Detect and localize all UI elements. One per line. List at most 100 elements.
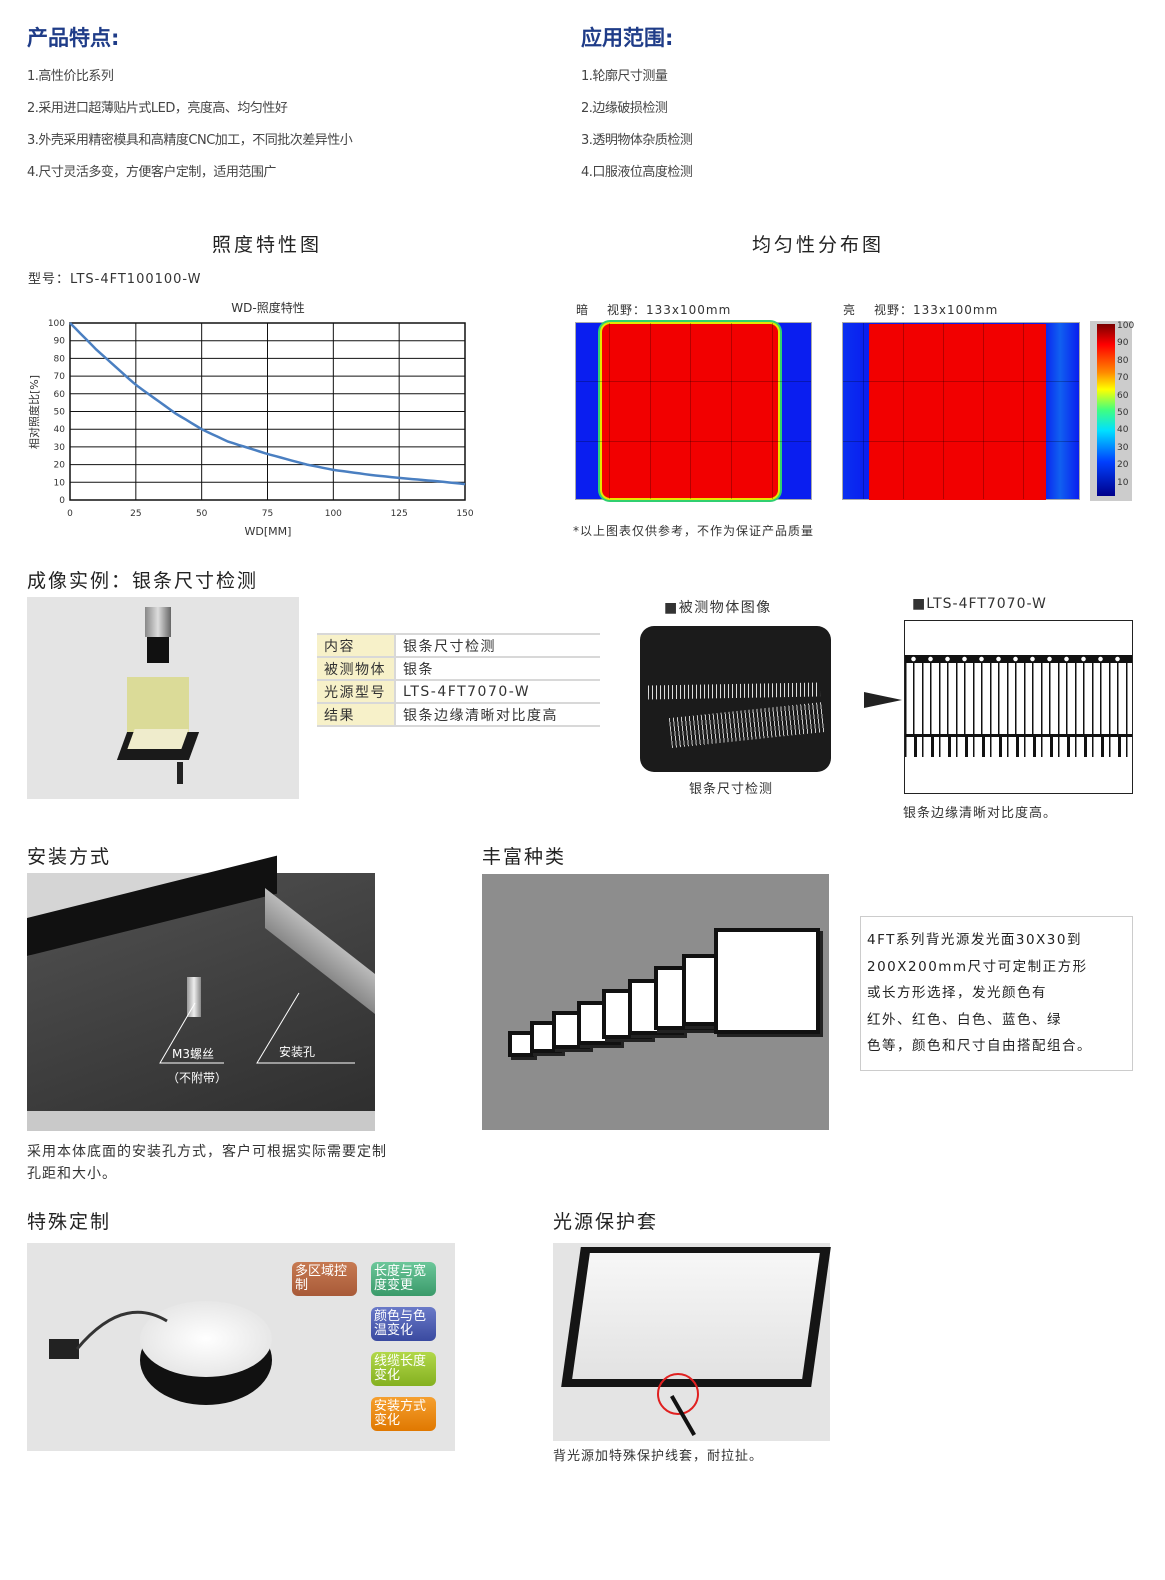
install-image: M3螺丝 （不附带） 安装孔 [27,855,375,1131]
application-item: 1.轮廓尺寸测量 [581,69,668,84]
spec-row: 被测物体银条 [317,657,600,681]
dark-label: 暗 [576,303,590,317]
colorbar-tick: 60 [1117,390,1129,401]
spec-key: 光源型号 [317,680,396,704]
result-caption: 银条边缘清晰对比度高。 [903,806,1058,821]
setup-image [27,597,299,799]
colorbar-tick: 20 [1117,460,1129,471]
spec-row: 结果银条边缘清晰对比度高 [317,703,600,727]
spec-value: LTS-4FT7070-W [395,680,600,704]
uniformity-note: *以上图表仅供参考，不作为保证产品质量 [573,524,815,538]
fov-bright: 视野：133x100mm [874,303,999,317]
y-tick-label: 10 [54,478,66,488]
x-tick-label: 75 [262,509,273,519]
colorbar-tick: 70 [1117,373,1129,384]
spec-key: 被测物体 [317,657,396,681]
x-tick-label: 25 [130,509,141,519]
application-item: 3.透明物体杂质检测 [581,133,693,148]
custom-image: 多区域控制 长度与宽度变更 颜色与色温变化 线缆长度变化 安装方式变化 [27,1243,455,1451]
protect-desc: 背光源加特殊保护线套，耐拉扯。 [553,1449,764,1464]
y-tick-label: 100 [48,319,65,329]
x-tick-label: 100 [325,509,342,519]
colorbar: 100 90 80 70 60 50 40 30 20 10 [1090,321,1135,501]
hole-label: 安装孔 [279,1045,316,1059]
applications-title: 应用范围: [581,26,674,50]
badge-cable: 线缆长度变化 [371,1352,436,1386]
badge-mount: 安装方式变化 [371,1397,436,1431]
object-image [640,626,831,772]
spec-key: 结果 [317,703,396,727]
variety-desc-line: 红外、红色、白色、蓝色、绿 [867,1011,1062,1028]
y-tick-label: 50 [54,408,66,418]
colorbar-tick: 100 [1117,321,1135,331]
protect-image [553,1243,831,1441]
variety-desc-line: 200X200mm尺寸可定制正方形 [867,958,1088,975]
example-heading: 成像实例：银条尺寸检测 [27,570,259,592]
variety-heading: 丰富种类 [482,846,567,868]
feature-item: 4.尺寸灵活多变，方便客户定制，适用范围广 [27,165,276,180]
application-item: 2.边缘破损检测 [581,101,668,116]
colorbar-tick: 80 [1117,355,1129,366]
spec-row: 内容银条尺寸检测 [317,634,600,658]
y-tick-label: 40 [54,425,66,435]
badge-color: 颜色与色温变化 [371,1307,436,1341]
arrow-right-icon [864,692,902,708]
colorbar-tick: 40 [1117,425,1129,436]
custom-heading: 特殊定制 [27,1211,112,1233]
variety-desc-line: 色等，颜色和尺寸自由搭配组合。 [867,1038,1092,1054]
y-axis-label: 相对照度比[%] [27,375,41,449]
object-caption: 银条尺寸检测 [689,782,774,797]
object-title: ■被测物体图像 [664,600,772,616]
protect-heading: 光源保护套 [553,1211,659,1233]
result-title: ■LTS-4FT7070-W [912,596,1047,612]
variety-desc-line: 或长方形选择，发光颜色有 [867,985,1047,1001]
x-tick-label: 50 [196,509,208,519]
screw-note: （不附带） [167,1071,228,1085]
y-tick-label: 60 [54,390,66,400]
feature-item: 2.采用进口超薄贴片式LED，亮度高、均匀性好 [27,101,288,116]
y-tick-label: 20 [54,461,66,471]
variety-desc: 4FT系列背光源发光面30X30到 200X200mm尺寸可定制正方形 或长方形… [860,916,1133,1071]
feature-item: 3.外壳采用精密模具和高精度CNC加工，不同批次差异性小 [27,133,353,148]
colorbar-tick: 10 [1117,477,1129,488]
spec-value: 银条边缘清晰对比度高 [395,703,600,727]
illum-heading: 照度特性图 [212,234,323,256]
backlight-panel [714,928,820,1034]
heatmap-dark [575,322,812,500]
spec-value: 银条尺寸检测 [395,634,600,658]
colorbar-tick: 50 [1117,408,1129,418]
uniformity-heading: 均匀性分布图 [752,234,885,256]
fov-dark: 视野：133x100mm [607,303,732,317]
features-title: 产品特点: [27,26,120,50]
result-image [904,620,1133,794]
badge-size: 长度与宽度变更 [371,1262,436,1296]
x-tick-label: 150 [456,509,473,519]
spec-key: 内容 [317,634,396,658]
install-desc: 采用本体底面的安装孔方式，客户可根据实际需要定制孔距和大小。 [27,1144,387,1182]
feature-item: 1.高性价比系列 [27,69,114,84]
variety-desc-line: 4FT系列背光源发光面30X30到 [867,932,1082,948]
application-item: 4.口服液位高度检测 [581,165,693,180]
illum-chart: WD-照度特性 0 25 50 75 100 125 150 0 10 20 30 40 50 60 70 8… [27,300,474,538]
heatmap-bright [842,322,1080,500]
install-heading: 安装方式 [27,846,112,868]
colorbar-tick: 30 [1117,442,1129,453]
x-tick-label: 0 [67,509,73,519]
x-tick-label: 125 [391,509,408,519]
y-tick-label: 80 [54,354,66,364]
y-tick-label: 90 [54,337,66,347]
y-tick-label: 0 [59,496,65,506]
model-label: 型号：LTS-4FT100100-W [28,272,202,287]
chart-title: WD-照度特性 [231,300,304,315]
bright-label: 亮 [843,303,857,317]
screw-label: M3螺丝 [172,1047,214,1061]
y-tick-label: 30 [54,443,66,453]
colorbar-tick: 90 [1117,338,1129,349]
badge-multi-zone: 多区域控制 [292,1262,357,1296]
x-axis-label: WD[MM] [245,525,292,538]
curve-series [69,322,466,486]
spec-value: 银条 [395,657,600,681]
y-tick-label: 70 [54,372,66,382]
